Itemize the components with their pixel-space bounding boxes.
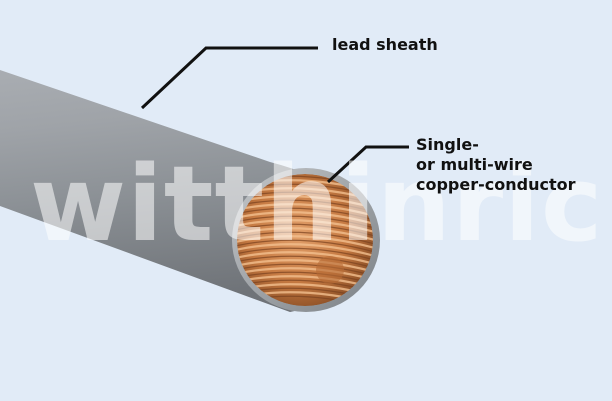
copper-strand-shadow [237, 223, 373, 237]
conductor-label-line-2: or multi-wire [416, 155, 533, 174]
lead-sheath-label: lead sheath [332, 35, 438, 54]
sheath-leader-line [140, 46, 318, 110]
copper-strand [237, 235, 373, 250]
copper-strand [237, 259, 373, 274]
copper-strand [237, 211, 373, 226]
conductor-label-line-3: copper-conductor [416, 175, 576, 194]
conductor-leader-line [326, 145, 409, 184]
copper-strand-shadow [237, 263, 373, 277]
copper-strand [237, 267, 373, 282]
copper-strand [237, 243, 373, 258]
copper-strand-shadow [237, 255, 373, 269]
conductor-label-line-1: Single- [416, 135, 479, 154]
copper-strand [237, 251, 373, 266]
copper-strand [237, 227, 373, 242]
copper-strand [237, 219, 373, 234]
copper-strand-shadow [237, 199, 373, 213]
copper-strand-shadow [237, 239, 373, 253]
conductor-label: Single- or multi-wire copper-conductor [416, 135, 576, 195]
copper-strand-shadow [237, 231, 373, 245]
copper-strand [237, 203, 373, 218]
copper-strand-shadow [237, 215, 373, 229]
copper-strand-shadow [237, 207, 373, 221]
copper-strand-shadow [237, 247, 373, 261]
copper-strand-shadow [237, 271, 373, 285]
